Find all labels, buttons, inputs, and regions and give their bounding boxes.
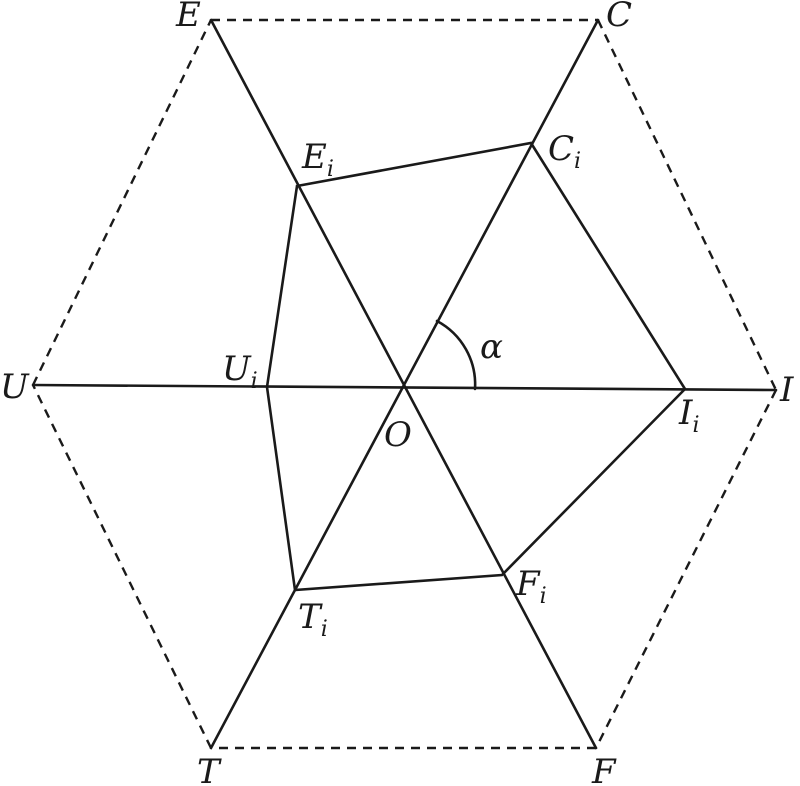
label-F: F [591, 752, 617, 786]
angle-alpha-arc [435, 319, 477, 391]
label-Ci: Ci [548, 129, 581, 174]
label-C: C [606, 0, 632, 35]
label-U: U [0, 367, 30, 407]
axis-C-T [209, 18, 600, 750]
edge-C-I [596, 19, 778, 391]
edge-I-F [594, 389, 778, 749]
label-I: I [779, 370, 794, 410]
label-Ti: Ti [298, 597, 328, 642]
label-Ei: Ei [301, 137, 334, 182]
axis-U-I [31, 383, 778, 392]
edge-T-U [31, 384, 213, 749]
label-T: T [197, 752, 222, 786]
label-Ii: Ii [678, 393, 699, 438]
label-E: E [175, 0, 201, 35]
edge-U-E [31, 19, 213, 386]
label-Ui: Ui [222, 349, 258, 394]
label-Fi: Fi [515, 564, 547, 609]
label-alpha: α [480, 327, 503, 367]
inner-polygon [265, 141, 687, 592]
label-O: O [384, 415, 412, 455]
